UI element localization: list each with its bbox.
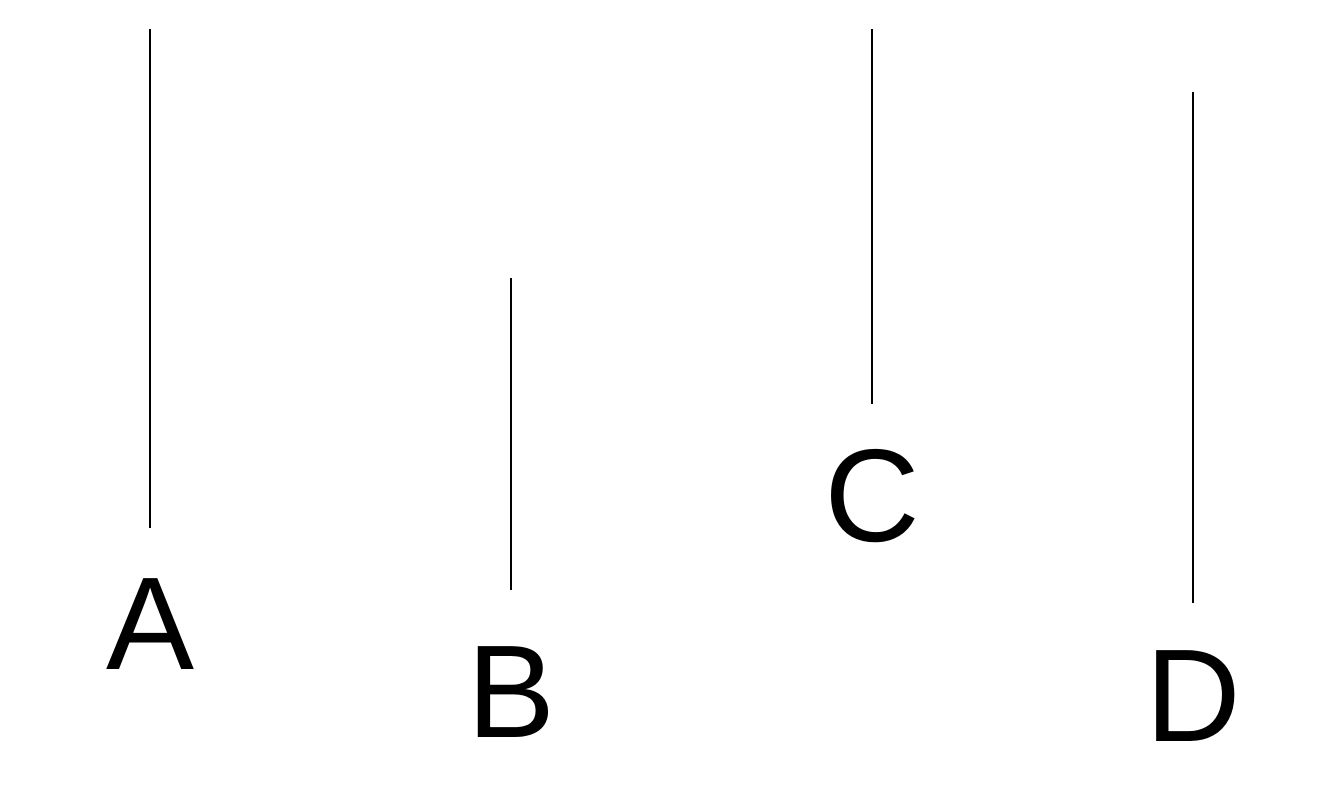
- segment-d-label: D: [1145, 622, 1240, 769]
- segment-a-label: A: [106, 550, 194, 697]
- segment-b-label: B: [467, 618, 555, 765]
- segment-c-label: C: [824, 422, 919, 569]
